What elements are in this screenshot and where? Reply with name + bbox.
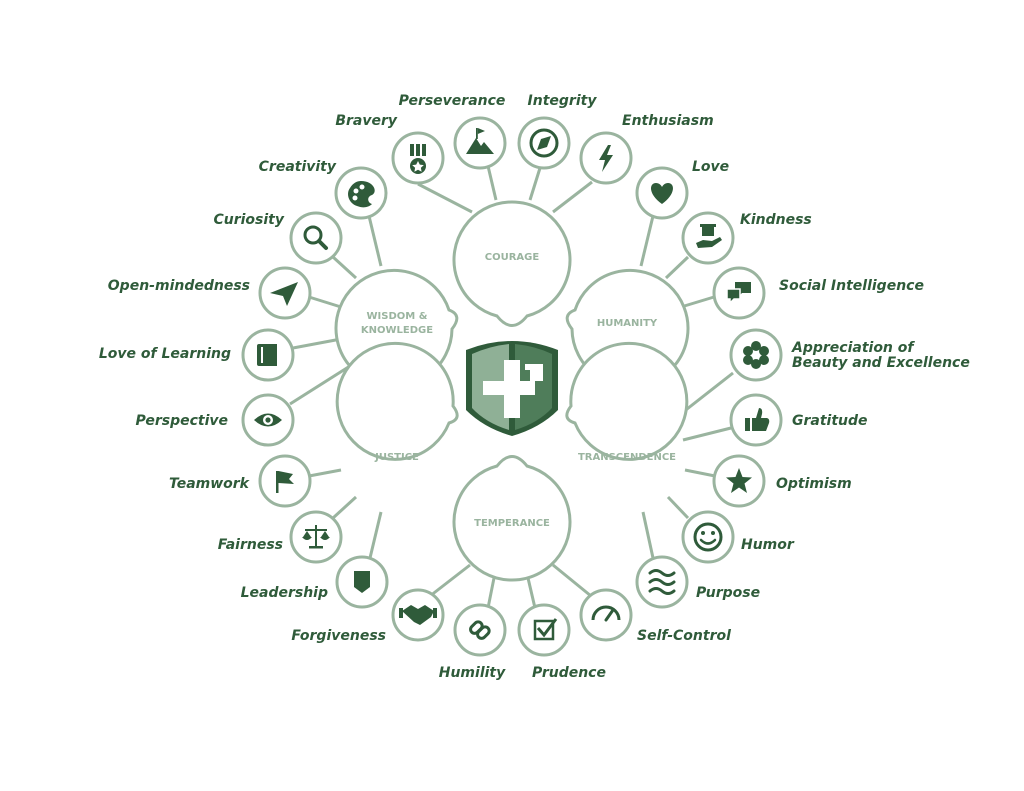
courage-bubble <box>452 200 572 327</box>
label-open-mindedness: Open-mindedness <box>108 278 250 294</box>
curiosity-circle <box>289 211 343 265</box>
kindness-circle <box>681 211 735 265</box>
label-enthusiasm: Enthusiasm <box>622 113 714 129</box>
label-fairness: Fairness <box>218 537 283 553</box>
virtue-labels: COURAGE WISDOM & KNOWLEDGE HUMANITY JUST… <box>361 252 676 529</box>
shield-logo <box>466 341 558 436</box>
label-perspective: Perspective <box>135 413 228 429</box>
connector-lines <box>289 165 734 609</box>
label-self-control: Self-Control <box>637 628 731 644</box>
virtue-bubbles <box>334 200 690 582</box>
flag-icon <box>276 471 294 493</box>
label-purpose: Purpose <box>696 585 760 601</box>
waves-icon <box>648 569 676 595</box>
hand-gift-icon <box>696 224 722 248</box>
chain-link-icon <box>469 620 491 640</box>
temperance-bubble <box>452 455 572 582</box>
virtue-label-transcendence: TRANSCENDENCE <box>578 452 676 463</box>
label-integrity: Integrity <box>528 93 598 109</box>
label-curiosity: Curiosity <box>213 212 284 228</box>
virtue-label-wisdom-line1: WISDOM & <box>367 311 428 322</box>
self-control-circle <box>579 588 633 642</box>
smiley-icon <box>693 522 723 552</box>
palette-icon <box>348 181 375 208</box>
virtue-label-courage: COURAGE <box>485 252 540 263</box>
gauge-icon <box>591 605 621 622</box>
star-icon <box>726 468 752 493</box>
label-prudence: Prudence <box>532 665 606 681</box>
virtue-label-humanity: HUMANITY <box>597 318 658 329</box>
perseverance-circle <box>453 116 507 170</box>
book-icon <box>257 344 277 366</box>
chat-bubbles-icon <box>726 282 751 305</box>
label-love-of-learning: Love of Learning <box>99 346 231 362</box>
virtue-label-wisdom-line2: KNOWLEDGE <box>361 325 433 336</box>
compass-icon <box>529 128 559 158</box>
label-appreciation-line2: Beauty and Excellence <box>792 355 970 371</box>
thumbs-up-icon <box>745 408 770 431</box>
shield-icon <box>354 571 370 593</box>
eye-icon <box>254 413 282 427</box>
virtue-label-justice: JUSTICE <box>374 452 419 463</box>
label-humor: Humor <box>741 537 795 553</box>
label-optimism: Optimism <box>776 476 852 492</box>
scales-icon <box>302 525 330 549</box>
strength-labels: Bravery Perseverance Integrity Enthusias… <box>99 93 970 681</box>
label-humility: Humility <box>439 665 506 681</box>
flower-icon <box>743 341 769 369</box>
virtue-label-temperance: TEMPERANCE <box>474 518 550 529</box>
strength-icons <box>254 128 770 641</box>
label-perseverance: Perseverance <box>399 93 506 109</box>
label-social-intelligence: Social Intelligence <box>779 278 924 294</box>
label-kindness: Kindness <box>740 212 812 228</box>
label-bravery: Bravery <box>335 113 398 129</box>
checkbox-icon <box>533 618 558 641</box>
justice-bubble <box>335 341 459 461</box>
handshake-icon <box>399 605 437 625</box>
lightning-icon <box>599 145 613 172</box>
humor-circle <box>681 510 735 564</box>
label-gratitude: Gratitude <box>792 413 868 429</box>
label-teamwork: Teamwork <box>169 476 251 492</box>
label-forgiveness: Forgiveness <box>291 628 386 644</box>
transcendence-bubble <box>565 341 689 461</box>
prudence-circle <box>517 603 571 657</box>
label-leadership: Leadership <box>241 585 328 601</box>
magnifier-icon <box>303 225 328 250</box>
label-appreciation-line1: Appreciation of <box>791 340 915 356</box>
medal-icon <box>410 144 426 174</box>
mountain-flag-icon <box>466 128 494 154</box>
paper-plane-icon <box>270 282 298 306</box>
heart-icon <box>651 183 673 204</box>
label-creativity: Creativity <box>259 159 337 175</box>
label-love: Love <box>692 159 729 175</box>
